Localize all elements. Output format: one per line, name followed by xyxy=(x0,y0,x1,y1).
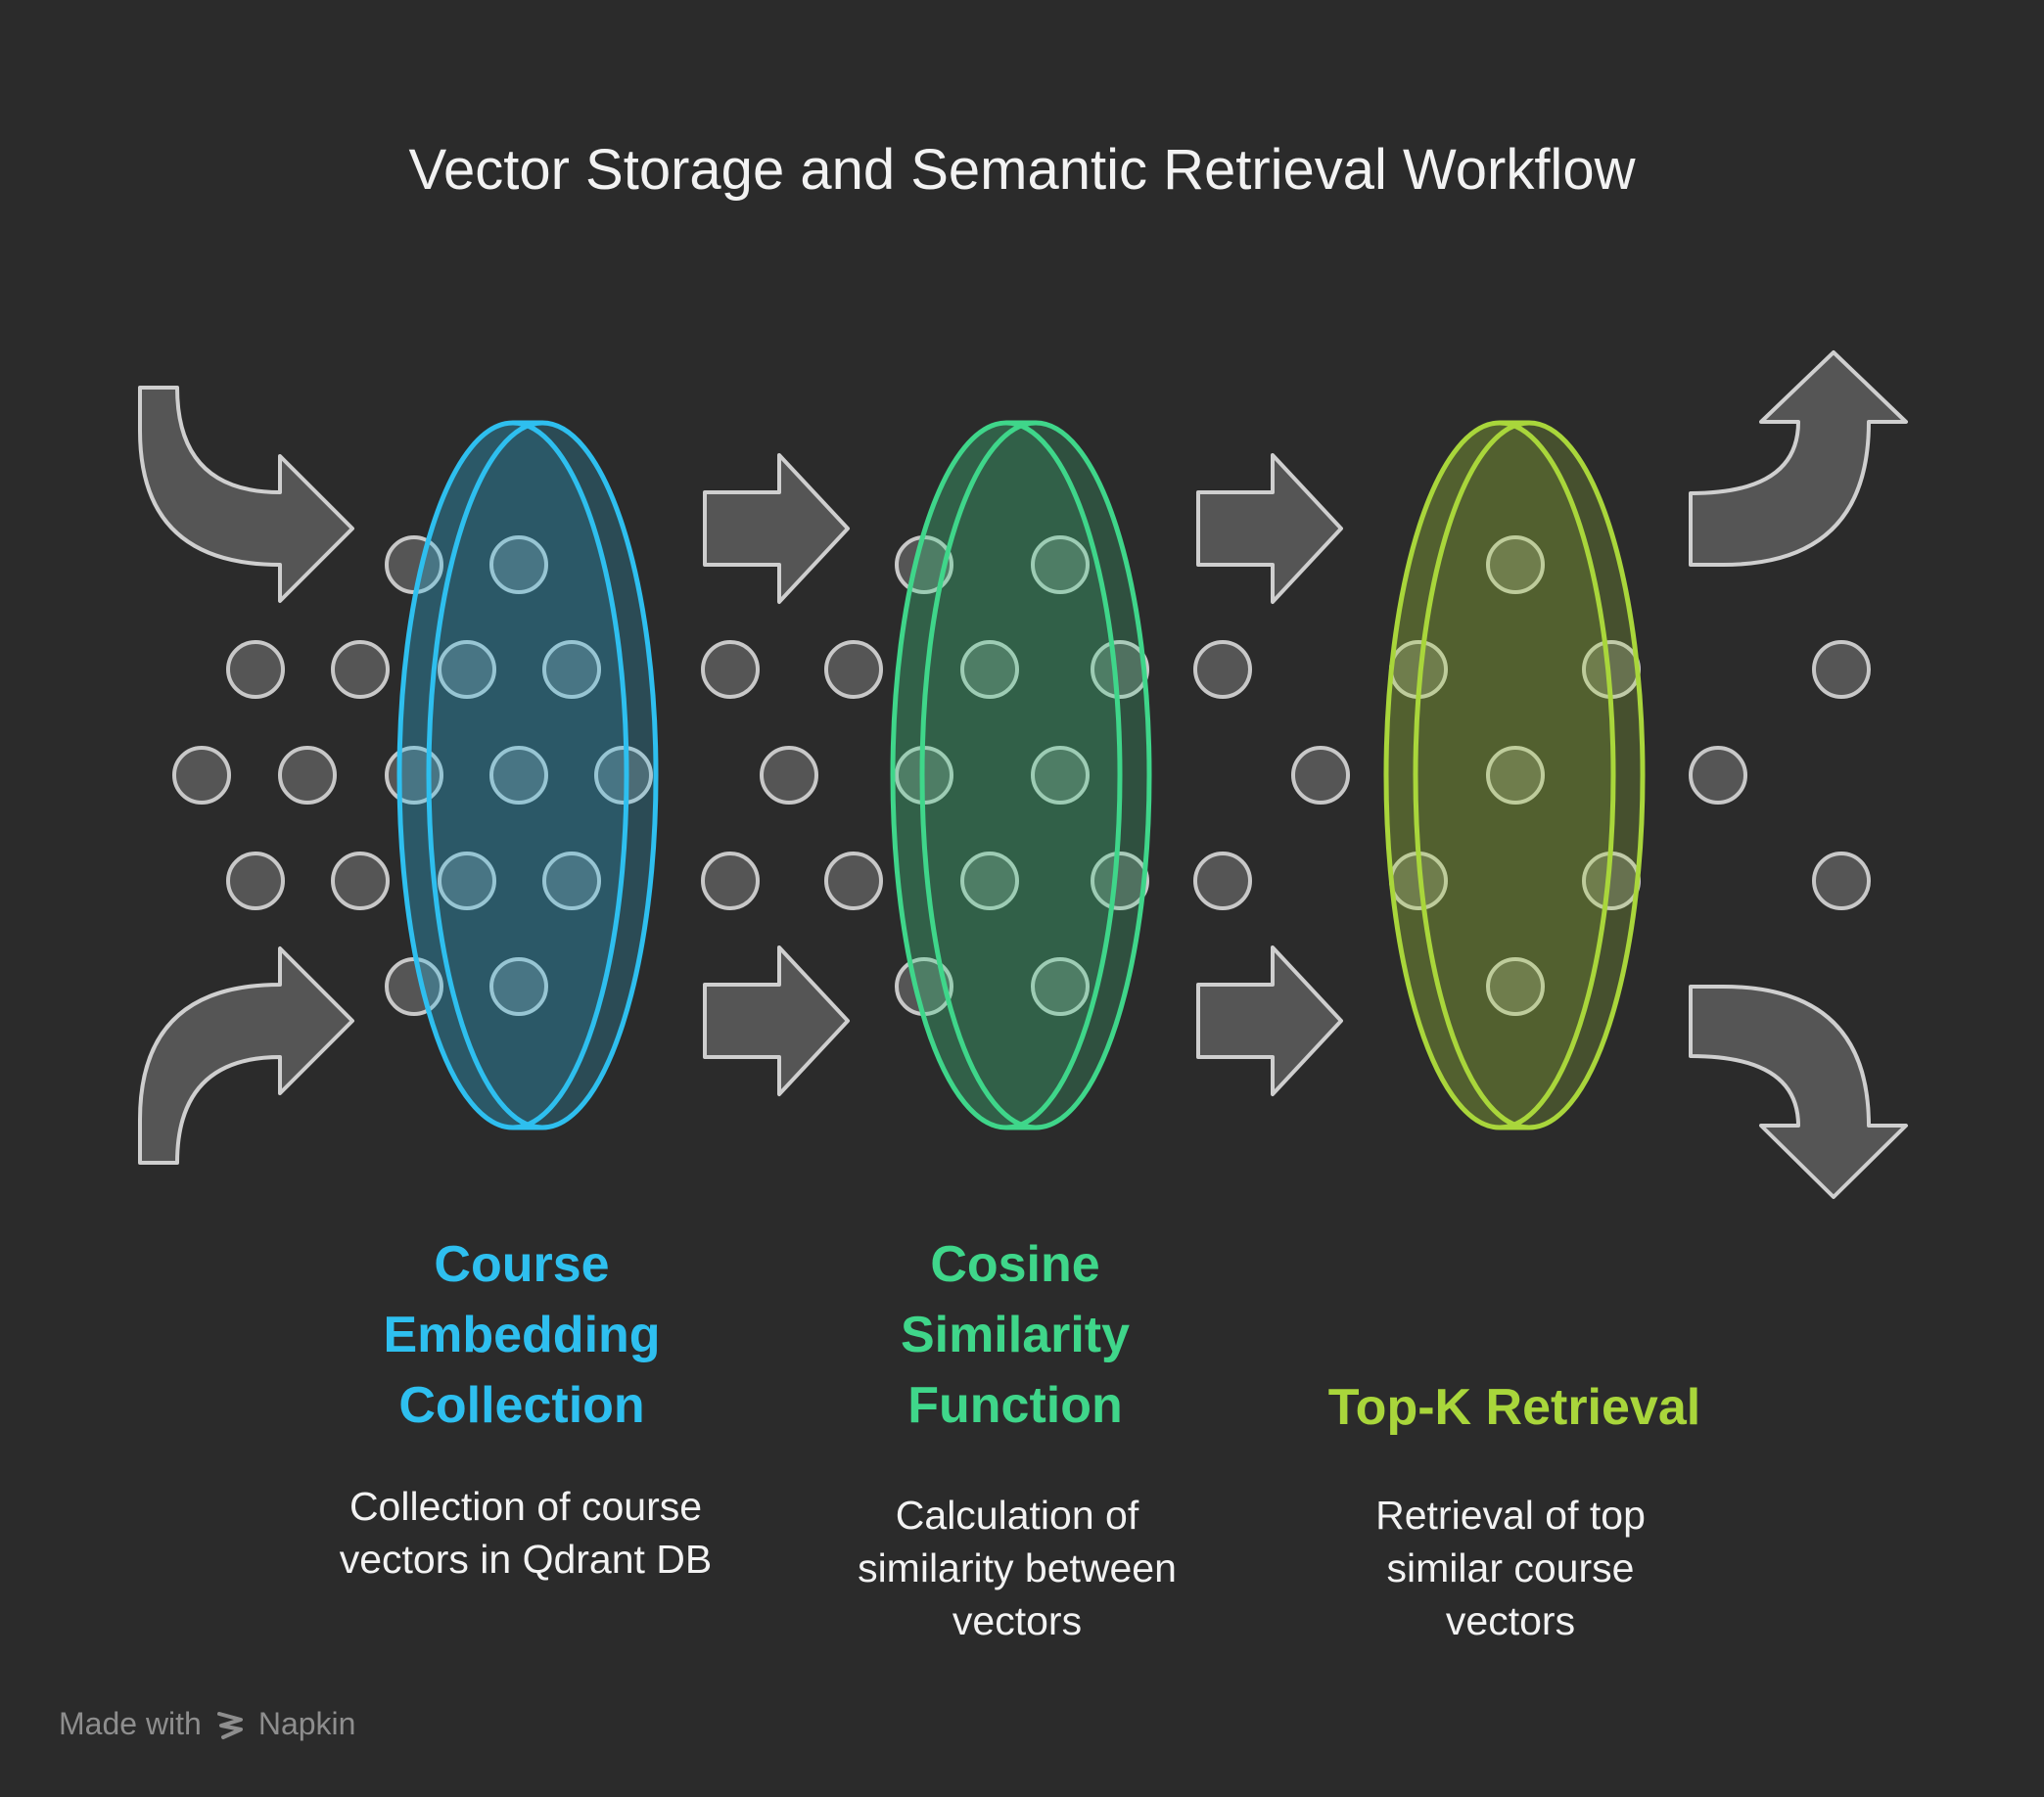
made-with-napkin-footer: Made with Napkin xyxy=(59,1706,355,1742)
vector-dot-icon xyxy=(1486,746,1545,805)
description-line: Calculation of xyxy=(895,1493,1139,1538)
right-arrow-icon xyxy=(703,945,850,1096)
description-line: vectors xyxy=(1445,1598,1576,1643)
vector-dot-icon xyxy=(1486,957,1545,1016)
ring-band xyxy=(893,423,1149,1128)
vector-dot-icon xyxy=(1689,746,1747,805)
heading-line: Function xyxy=(907,1377,1123,1434)
vector-dot-icon xyxy=(1031,957,1090,1016)
vector-dot-icon xyxy=(489,535,548,594)
ring-back-edge xyxy=(890,420,1123,1130)
curved-arrow-in-top-icon xyxy=(138,386,354,603)
ring-band xyxy=(399,423,656,1128)
vector-dot-icon xyxy=(1193,640,1252,699)
vector-dot-icon xyxy=(489,746,548,805)
description-line: vectors in Qdrant DB xyxy=(339,1537,713,1582)
stage-heading-course-embedding-collection: Course Embedding Collection xyxy=(267,1229,776,1441)
vector-dot-icon xyxy=(701,640,760,699)
vector-dot-icon xyxy=(760,746,818,805)
vector-dot-icon xyxy=(438,852,496,910)
right-arrow-icon xyxy=(1196,453,1343,604)
vector-dot-icon xyxy=(1291,746,1350,805)
stage-heading-cosine-similarity-function: Cosine Similarity Function xyxy=(761,1229,1270,1441)
stage-heading-top-k-retrieval: Top-K Retrieval xyxy=(1260,1372,1769,1443)
vector-dot-icon xyxy=(1091,852,1149,910)
stage-description-top-k-retrieval: Retrieval of top similar course vectors xyxy=(1285,1489,1736,1647)
vector-dot-icon xyxy=(824,852,883,910)
course-embedding-ring-icon xyxy=(396,420,659,1130)
diagram-title: Vector Storage and Semantic Retrieval Wo… xyxy=(408,138,1636,202)
vector-dot-icon xyxy=(960,640,1019,699)
vector-dot-icon xyxy=(960,852,1019,910)
vector-dot-icon xyxy=(438,640,496,699)
heading-line: Similarity xyxy=(900,1307,1131,1363)
curved-arrow-out-bottom-icon xyxy=(1689,985,1908,1199)
vector-dot-icon xyxy=(1031,746,1090,805)
top-k-retrieval-ring-icon xyxy=(1383,420,1646,1130)
description-line: vectors xyxy=(952,1598,1083,1643)
heading-line: Cosine xyxy=(930,1236,1100,1293)
vector-dot-icon xyxy=(701,852,760,910)
stage-description-cosine-similarity-function: Calculation of similarity between vector… xyxy=(792,1489,1242,1647)
right-arrow-icon xyxy=(1196,945,1343,1096)
ring-back-edge xyxy=(1383,420,1616,1130)
vector-dot-icon xyxy=(331,640,390,699)
vector-dot-icon xyxy=(542,640,601,699)
vector-dot-icon xyxy=(1812,640,1871,699)
right-arrow-icon xyxy=(703,453,850,604)
made-with-label: Made with xyxy=(59,1706,202,1741)
cosine-similarity-ring-icon xyxy=(890,420,1152,1130)
vector-dot-icon xyxy=(594,746,653,805)
ring-band xyxy=(1386,423,1643,1128)
vector-dot-icon xyxy=(1193,852,1252,910)
heading-line: Collection xyxy=(398,1377,645,1434)
vector-dot-icon xyxy=(226,852,285,910)
napkin-logo-icon xyxy=(216,1711,243,1739)
vector-dot-icon xyxy=(1031,535,1090,594)
napkin-brand: Napkin xyxy=(257,1706,356,1741)
description-line: similarity between xyxy=(858,1545,1177,1590)
vector-dot-icon xyxy=(489,957,548,1016)
heading-line: Course xyxy=(434,1236,610,1293)
vector-dot-icon xyxy=(824,640,883,699)
heading-line: Embedding xyxy=(383,1307,661,1363)
heading-line: Top-K Retrieval xyxy=(1327,1379,1701,1436)
vector-dot-icon xyxy=(1486,535,1545,594)
vector-dot-icon xyxy=(278,746,337,805)
vector-dot-icon xyxy=(331,852,390,910)
description-line: similar course xyxy=(1386,1545,1635,1590)
curved-arrow-out-top-icon xyxy=(1689,350,1908,567)
vector-dot-icon xyxy=(542,852,601,910)
description-line: Retrieval of top xyxy=(1375,1493,1646,1538)
stage-description-course-embedding-collection: Collection of course vectors in Qdrant D… xyxy=(301,1480,751,1586)
vector-dot-icon xyxy=(172,746,231,805)
vector-dot-icon xyxy=(1091,640,1149,699)
vector-dot-icon xyxy=(1812,852,1871,910)
ring-back-edge xyxy=(396,420,629,1130)
description-line: Collection of course xyxy=(348,1484,703,1529)
vector-dot-icon xyxy=(226,640,285,699)
curved-arrow-in-bottom-icon xyxy=(138,946,354,1165)
